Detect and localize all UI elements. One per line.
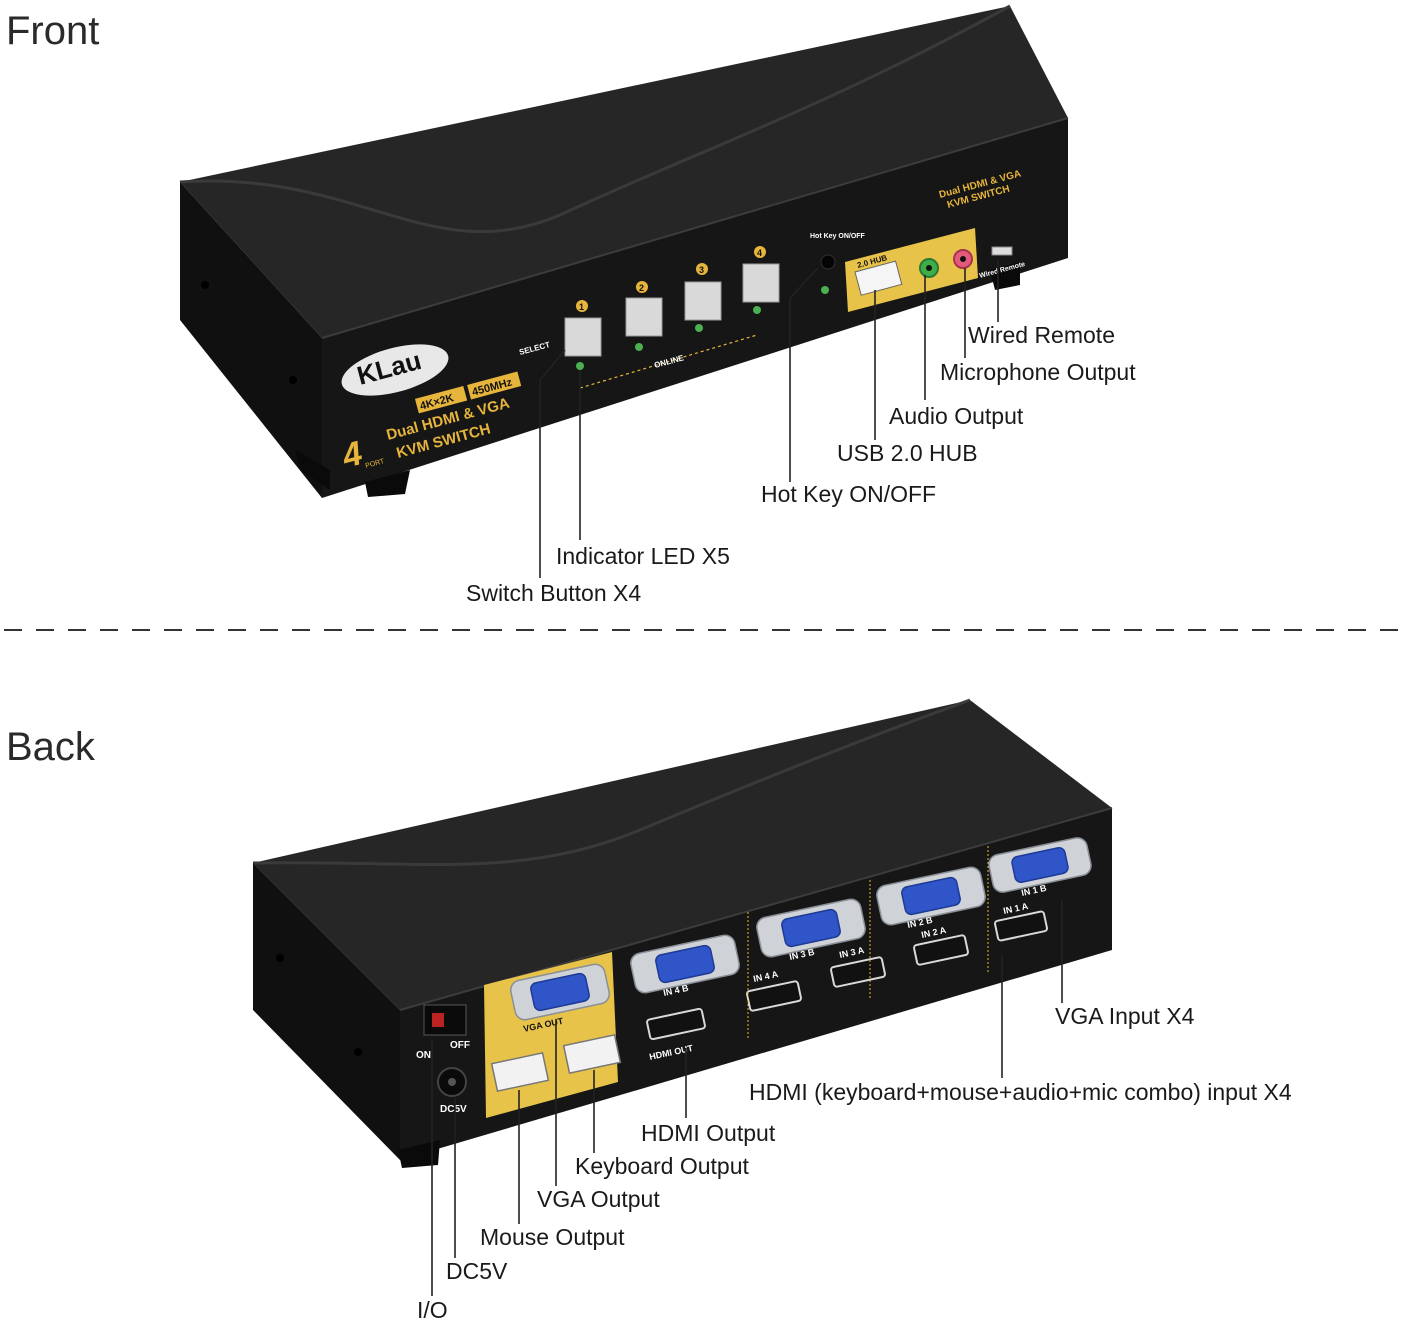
- callout-hdmi-output: HDMI Output: [641, 1120, 776, 1146]
- led-4: [753, 306, 761, 314]
- spec-badge-res: [414, 385, 468, 414]
- callout-mouse-output: Mouse Output: [480, 1224, 625, 1250]
- front-title: Front: [6, 9, 99, 53]
- callout-microphone: Microphone Output: [940, 359, 1136, 385]
- switch-button-3[interactable]: [684, 281, 722, 321]
- front-left-side: [180, 182, 322, 498]
- callout-vga-output: VGA Output: [537, 1186, 660, 1212]
- back-top-surface: [253, 700, 1112, 1010]
- brand-logo: [341, 344, 449, 396]
- keyboard-usb-port[interactable]: [562, 1034, 622, 1074]
- hdmi-in1-port[interactable]: [994, 910, 1048, 942]
- led-3: [695, 324, 703, 332]
- callout-io: I/O: [417, 1297, 448, 1323]
- spec-badge-freq: [467, 371, 522, 400]
- led-2: [635, 343, 643, 351]
- callout-usb-hub: USB 2.0 HUB: [837, 440, 978, 466]
- on-label: ON: [416, 1050, 431, 1061]
- switch-button-1[interactable]: [564, 317, 602, 357]
- button-number-4: 4: [757, 248, 762, 258]
- off-label: OFF: [450, 1040, 470, 1051]
- button-number-2: 2: [639, 283, 644, 293]
- callout-hotkey: Hot Key ON/OFF: [761, 481, 936, 507]
- switch-button-4[interactable]: [742, 263, 780, 303]
- callout-indicator: Indicator LED X5: [556, 543, 730, 569]
- hdmi-out-port[interactable]: [646, 1007, 706, 1041]
- callout-switch-button: Switch Button X4: [466, 580, 641, 606]
- hdmi-in2-port[interactable]: [913, 934, 969, 966]
- dc5v-label: DC5V: [440, 1104, 467, 1115]
- callout-audio: Audio Output: [889, 403, 1024, 429]
- button-number-3: 3: [699, 265, 704, 275]
- led-hotkey: [821, 286, 829, 294]
- callout-keyboard-output: Keyboard Output: [575, 1153, 750, 1179]
- callout-hdmi-input: HDMI (keyboard+mouse+audio+mic combo) in…: [749, 1079, 1292, 1105]
- back-device: ON OFF DC5V VGA OUT HDMI OUT IN 4 B IN 4…: [252, 698, 1113, 1168]
- callout-vga-input: VGA Input X4: [1055, 1003, 1195, 1029]
- switch-button-2[interactable]: [625, 297, 663, 337]
- port-word: PORT: [365, 458, 386, 470]
- button-number-1: 1: [579, 302, 584, 312]
- hotkey-button[interactable]: [820, 254, 836, 270]
- callout-dc5v: DC5V: [446, 1258, 508, 1284]
- mouse-usb-port[interactable]: [490, 1052, 550, 1092]
- wired-remote-port[interactable]: [991, 246, 1013, 256]
- back-title: Back: [6, 725, 96, 769]
- usb-hub-port[interactable]: [854, 260, 903, 296]
- hdmi-in3-port[interactable]: [830, 956, 886, 988]
- front-device: KLau 4K×2K 450MHz Dual HDMI & VGA KVM SW…: [179, 4, 1069, 498]
- callout-wired-remote: Wired Remote: [968, 322, 1115, 348]
- hdmi-in4-port[interactable]: [746, 980, 802, 1012]
- back-leaders: [431, 900, 1063, 1296]
- front-leaders: [539, 260, 999, 578]
- hotkey-label: Hot Key ON/OFF: [810, 233, 866, 240]
- led-1: [576, 362, 584, 370]
- power-switch[interactable]: [423, 1004, 467, 1036]
- back-left-side: [253, 863, 400, 1160]
